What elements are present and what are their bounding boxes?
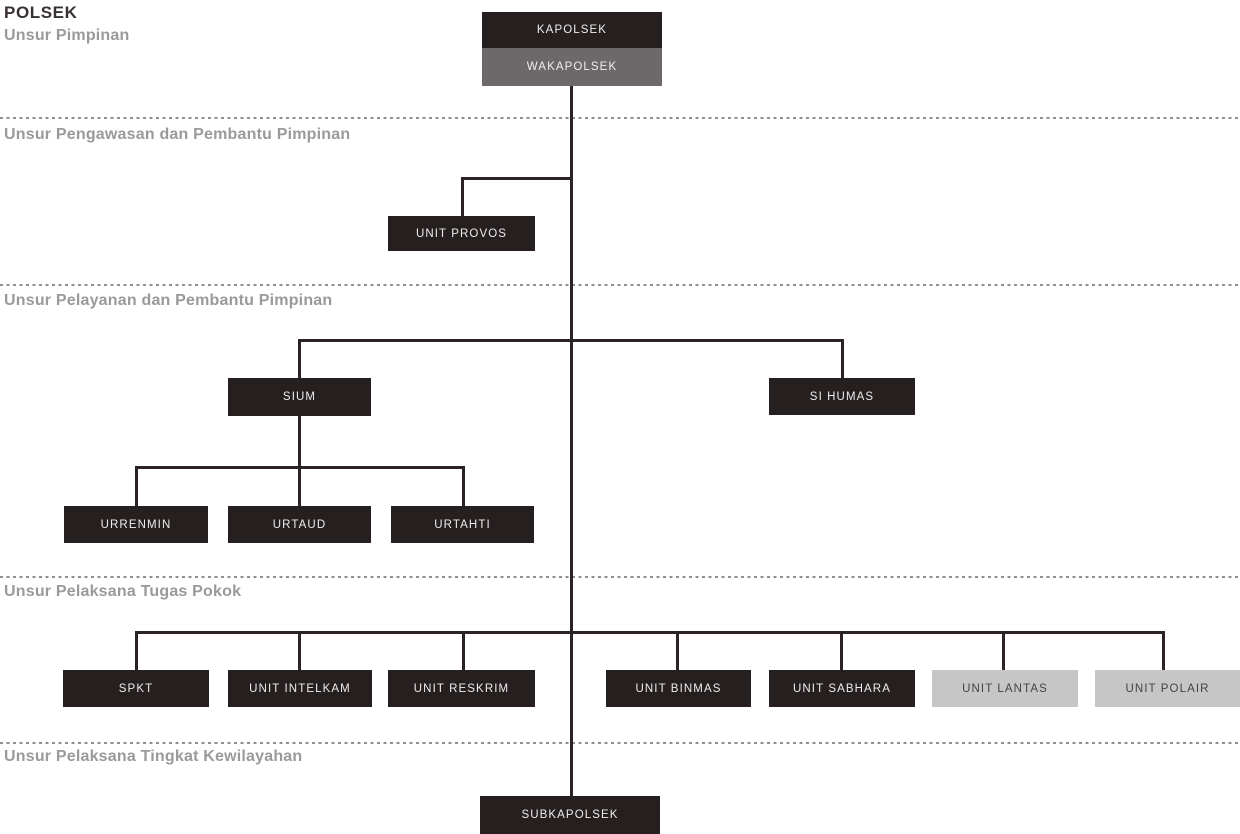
node-unit-intelkam: UNIT INTELKAM bbox=[228, 670, 372, 707]
section-divider bbox=[0, 284, 1240, 286]
section-divider bbox=[0, 576, 1240, 578]
node-unit-lantas: UNIT LANTAS bbox=[932, 670, 1078, 707]
connector-main-vertical bbox=[570, 86, 573, 796]
connector-urrenmin-drop bbox=[135, 466, 138, 506]
node-unit-provos: UNIT PROVOS bbox=[388, 216, 535, 251]
connector-sabhara-drop bbox=[840, 631, 843, 670]
connector-sium-stem bbox=[298, 415, 301, 466]
node-urtaud: URTAUD bbox=[228, 506, 371, 543]
section-label-pelaksana-tugas-pokok: Unsur Pelaksana Tugas Pokok bbox=[4, 583, 242, 600]
section-label-pengawasan: Unsur Pengawasan dan Pembantu Pimpinan bbox=[4, 126, 351, 143]
connector-polair-drop bbox=[1162, 631, 1165, 670]
connector-sihumas-drop bbox=[841, 339, 844, 378]
connector-intelkam-drop bbox=[298, 631, 301, 670]
node-spkt: SPKT bbox=[63, 670, 209, 707]
connector-row4-horizontal bbox=[135, 631, 1165, 634]
node-sium: SIUM bbox=[228, 378, 371, 416]
node-kapolsek: KAPOLSEK bbox=[482, 12, 662, 48]
section-label-pelayanan: Unsur Pelayanan dan Pembantu Pimpinan bbox=[4, 292, 333, 309]
connector-reskrim-drop bbox=[462, 631, 465, 670]
section-label-pelaksana-kewilayahan: Unsur Pelaksana Tingkat Kewilayahan bbox=[4, 748, 303, 765]
section-label-pimpinan: Unsur Pimpinan bbox=[4, 27, 130, 44]
node-si-humas: SI HUMAS bbox=[769, 378, 915, 415]
node-unit-sabhara: UNIT SABHARA bbox=[769, 670, 915, 707]
connector-urtahti-drop bbox=[462, 466, 465, 506]
connector-row2-horizontal bbox=[298, 339, 844, 342]
connector-lantas-drop bbox=[1002, 631, 1005, 670]
node-urtahti: URTAHTI bbox=[391, 506, 534, 543]
node-subkapolsek: SUBKAPOLSEK bbox=[480, 796, 660, 834]
connector-sium-drop bbox=[298, 339, 301, 378]
connector-provos-horizontal bbox=[461, 177, 573, 180]
node-urrenmin: URRENMIN bbox=[64, 506, 208, 543]
node-wakapolsek: WAKAPOLSEK bbox=[482, 48, 662, 86]
section-divider bbox=[0, 742, 1240, 744]
node-unit-binmas: UNIT BINMAS bbox=[606, 670, 751, 707]
connector-provos-drop bbox=[461, 177, 464, 216]
connector-spkt-drop bbox=[135, 631, 138, 670]
section-divider bbox=[0, 117, 1240, 119]
node-unit-polair: UNIT POLAIR bbox=[1095, 670, 1240, 707]
connector-binmas-drop bbox=[676, 631, 679, 670]
page-title: POLSEK bbox=[4, 3, 78, 22]
node-unit-reskrim: UNIT RESKRIM bbox=[388, 670, 535, 707]
connector-urtaud-drop bbox=[298, 466, 301, 506]
